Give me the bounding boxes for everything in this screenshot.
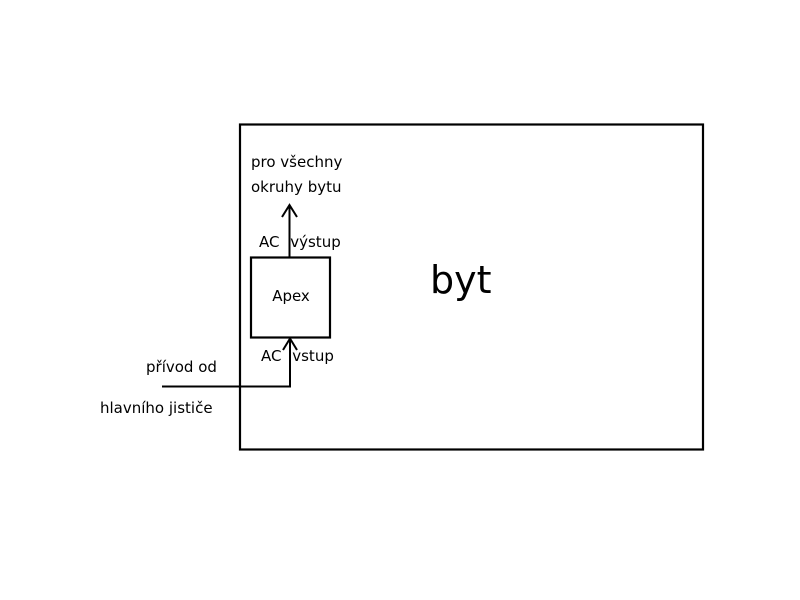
input-arrowhead [282,336,298,351]
output-arrowhead [281,203,298,218]
output-destination-line2: okruhy bytu [251,178,342,196]
input-port-label: AC vstup [261,347,334,365]
input-source-line2: hlavního jističe [100,399,213,417]
apartment-label: byt [430,258,492,302]
output-destination-line1: pro všechny [251,153,343,171]
input-feed-line [162,339,291,388]
apex-device-label: Apex [272,287,310,305]
apartment-boundary [238,123,705,451]
input-source-line1: přívod od [146,358,217,376]
output-port-label: AC výstup [259,233,341,251]
